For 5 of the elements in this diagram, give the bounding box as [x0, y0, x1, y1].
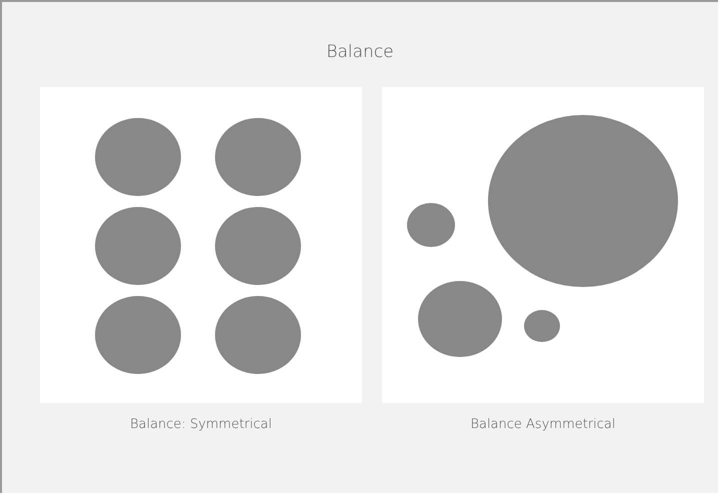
panel	[40, 87, 362, 403]
node-label: Balance Asymmetrical	[469, 417, 617, 432]
panel	[382, 87, 704, 403]
title: Balance	[325, 42, 395, 62]
node-label: Balance: Symmetrical	[128, 417, 273, 432]
